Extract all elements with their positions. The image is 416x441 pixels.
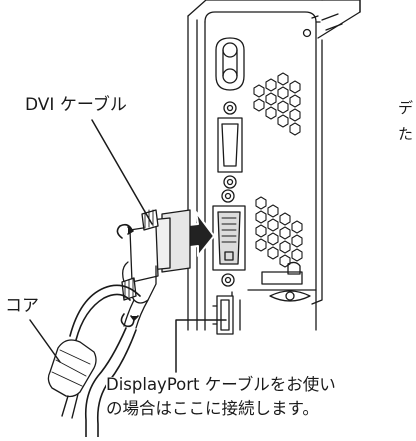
ferrite-core (47, 339, 97, 419)
leader-lines (29, 119, 227, 373)
core-label: コア (5, 296, 39, 316)
dvi-plug (121, 209, 191, 329)
displayport-port (212, 295, 234, 335)
chassis-lower (231, 261, 317, 331)
power-connector (215, 37, 245, 91)
vent-lower (255, 196, 303, 268)
cut-off-text-line2: た (398, 125, 414, 143)
rotate-arrow-icon (116, 223, 139, 328)
dvi-cable-label: DVI ケーブル (25, 95, 127, 115)
vent-upper (253, 72, 301, 136)
computer-chassis (187, 0, 361, 331)
serial-port (217, 101, 243, 189)
cut-off-text-line1: デ (398, 99, 414, 117)
displayport-note-line2: の場合はここに接続します。 (106, 399, 319, 418)
dvi-port (212, 189, 246, 287)
displayport-note-line1: DisplayPort ケーブルをお使い (106, 375, 336, 394)
